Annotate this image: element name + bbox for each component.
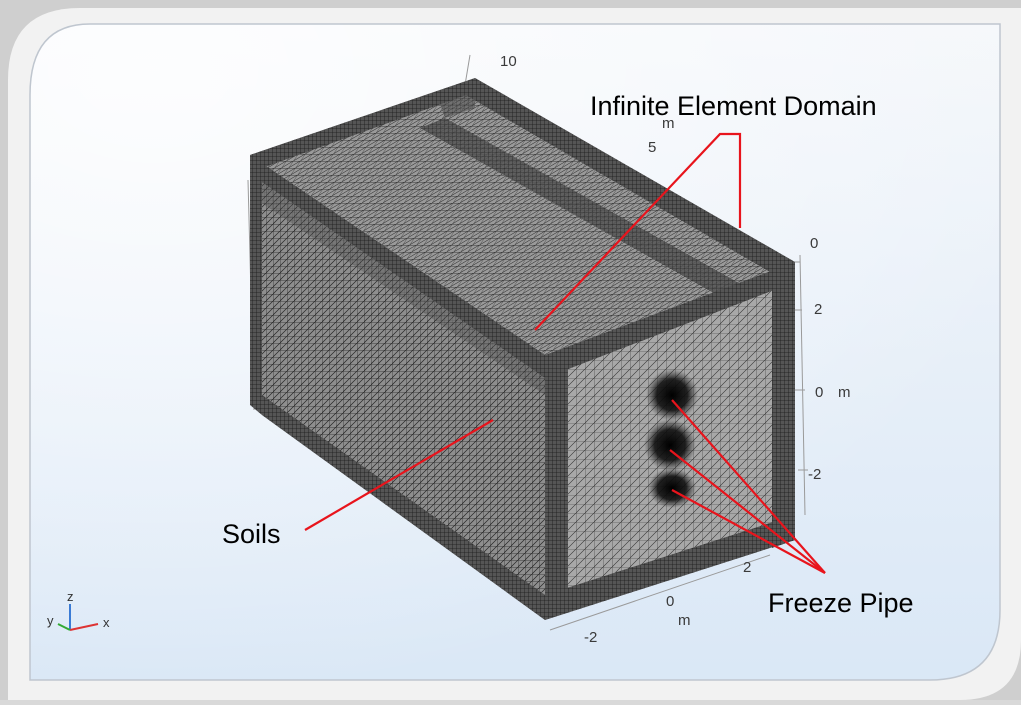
label-soils: Soils	[222, 519, 281, 549]
tick-back-5: 5	[648, 139, 656, 156]
tick-vert-0: 0	[815, 384, 823, 401]
tick-vert-2: 2	[814, 301, 822, 318]
tick-back-unit: m	[662, 115, 675, 132]
coordinate-triad: z x y	[47, 589, 110, 631]
tick-front-neg2: -2	[584, 629, 597, 646]
tick-vert-unit: m	[838, 384, 851, 401]
triad-x-axis	[69, 623, 99, 631]
tick-front-0: 0	[666, 593, 674, 610]
triad-y-label: y	[47, 613, 54, 628]
axis-ticks: 10 5 m 0 2 0 m -2 2 0 m -2	[500, 53, 851, 646]
soil-top-face	[250, 78, 795, 355]
tick-front-unit: m	[678, 612, 691, 629]
leader-pipe-2	[669, 449, 826, 574]
leader-pipe-1	[671, 399, 826, 574]
triad-y-axis	[57, 623, 71, 631]
soil-left-face	[250, 155, 545, 620]
leader-infinite-domain	[534, 132, 742, 331]
freeze-pipe-dense-mesh	[644, 369, 698, 508]
label-infinite-element-domain: Infinite Element Domain	[590, 91, 877, 121]
infinite-element-bands	[250, 78, 795, 620]
tick-back-10: 10	[500, 53, 517, 70]
label-freeze-pipe: Freeze Pipe	[768, 588, 914, 618]
triad-x-label: x	[103, 615, 110, 630]
tick-vert-0-top: 0	[810, 235, 818, 252]
triad-z-label: z	[67, 589, 74, 604]
tick-vert-neg2: -2	[808, 466, 821, 483]
leader-pipe-3	[671, 489, 826, 574]
annotation-leaders	[304, 132, 826, 574]
tick-front-2: 2	[743, 559, 751, 576]
leader-soils	[304, 419, 494, 531]
